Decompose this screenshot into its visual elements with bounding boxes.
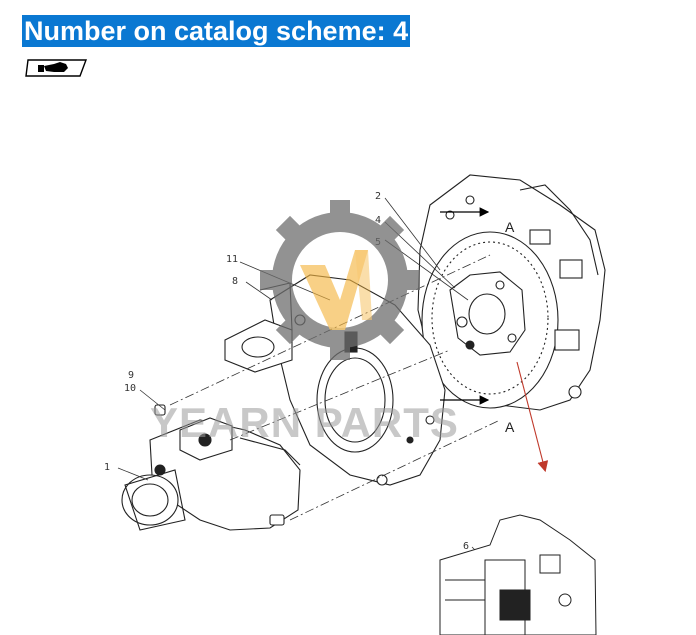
hydraulic-pump — [121, 404, 301, 531]
callout-1: 1 — [104, 462, 110, 473]
callout-11: 11 — [226, 254, 238, 265]
view-marker-a-bottom: A — [505, 419, 515, 435]
callout-9: 9 — [128, 370, 134, 381]
coupling-hub — [449, 271, 526, 356]
callout-8: 8 — [232, 276, 238, 287]
page-title: Number on catalog scheme: 4 — [22, 15, 411, 47]
callout-10: 10 — [124, 383, 136, 394]
watermark-text: YEARN PARTS — [150, 399, 459, 446]
hand-pointer-icon[interactable] — [24, 58, 88, 78]
callout-2: 2 — [375, 191, 381, 202]
highlight-arrow — [516, 361, 549, 473]
view-marker-a-top: A — [505, 219, 515, 235]
callout-4: 4 — [375, 215, 381, 226]
callout-6: 6 — [463, 541, 469, 552]
detail-inset — [439, 514, 597, 635]
watermark-logo — [260, 200, 420, 360]
